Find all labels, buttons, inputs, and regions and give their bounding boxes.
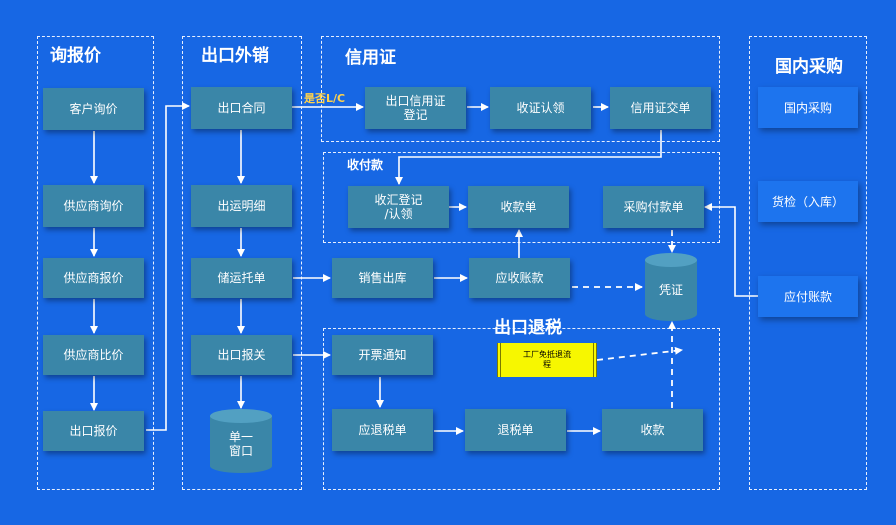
node-payables[interactable]: 应付账款 <box>758 276 858 317</box>
node-inspection[interactable]: 货检（入库） <box>758 181 858 222</box>
node-lc-registration[interactable]: 出口信用证 登记 <box>365 87 466 129</box>
node-invoice-notice[interactable]: 开票通知 <box>332 335 433 375</box>
voucher-label: 凭证 <box>658 283 683 297</box>
region-title-inquiry: 询报价 <box>50 46 101 66</box>
node-receipt[interactable]: 收款单 <box>468 186 569 228</box>
single-window-cylinder <box>210 409 272 473</box>
node-voucher[interactable]: 凭证 <box>644 252 698 322</box>
node-single-window[interactable]: 单一 窗口 <box>209 408 273 474</box>
node-remittance-registration[interactable]: 收汇登记 /认领 <box>348 186 449 228</box>
node-receivables[interactable]: 应收账款 <box>469 258 570 298</box>
node-factory-exempt[interactable]: 工厂免抵退流 程 <box>497 343 597 377</box>
region-title-tax-refund: 出口退税 <box>494 318 562 338</box>
node-sales-outbound[interactable]: 销售出库 <box>332 258 433 298</box>
factory-exempt-line1: 工厂免抵退流 <box>523 350 571 359</box>
node-refundable-tax[interactable]: 应退税单 <box>332 409 433 451</box>
region-title-export-sales: 出口外销 <box>201 46 269 66</box>
node-lc-claim[interactable]: 收证认领 <box>490 87 591 129</box>
lc-registration-line1: 出口信用证 <box>385 94 446 108</box>
node-lc-submission[interactable]: 信用证交单 <box>610 87 711 129</box>
remittance-line2: /认领 <box>384 207 413 221</box>
node-export-quote[interactable]: 出口报价 <box>43 411 144 451</box>
remittance-line1: 收汇登记 <box>374 193 423 207</box>
node-domestic-purchase[interactable]: 国内采购 <box>758 87 858 128</box>
node-tax-refund-slip[interactable]: 退税单 <box>465 409 566 451</box>
region-title-payment-collection: 收付款 <box>347 158 384 172</box>
lc-registration-line2: 登记 <box>403 108 428 122</box>
voucher-cylinder <box>645 253 697 321</box>
node-customs-declaration[interactable]: 出口报关 <box>191 335 292 375</box>
node-supplier-quote[interactable]: 供应商报价 <box>43 258 144 298</box>
node-customer-inquiry[interactable]: 客户询价 <box>43 88 144 130</box>
node-purchase-payment[interactable]: 采购付款单 <box>603 186 704 228</box>
node-export-contract[interactable]: 出口合同 <box>191 87 292 129</box>
node-storage-booking[interactable]: 储运托单 <box>191 258 292 298</box>
region-title-letter-of-credit: 信用证 <box>345 48 396 68</box>
edge-label-is-lc: 是否L/C <box>304 92 346 105</box>
node-supplier-compare[interactable]: 供应商比价 <box>43 335 144 375</box>
single-window-line2: 窗口 <box>228 444 253 458</box>
region-tax-refund <box>323 328 720 490</box>
region-title-domestic-purchase: 国内采购 <box>775 57 843 77</box>
factory-exempt-line2: 程 <box>543 360 551 369</box>
single-window-line1: 单一 <box>228 430 253 444</box>
single-window-label: 单一 窗口 <box>209 430 273 458</box>
node-tax-collection[interactable]: 收款 <box>602 409 703 451</box>
node-supplier-inquiry[interactable]: 供应商询价 <box>43 185 144 227</box>
node-shipping-detail[interactable]: 出运明细 <box>191 185 292 227</box>
